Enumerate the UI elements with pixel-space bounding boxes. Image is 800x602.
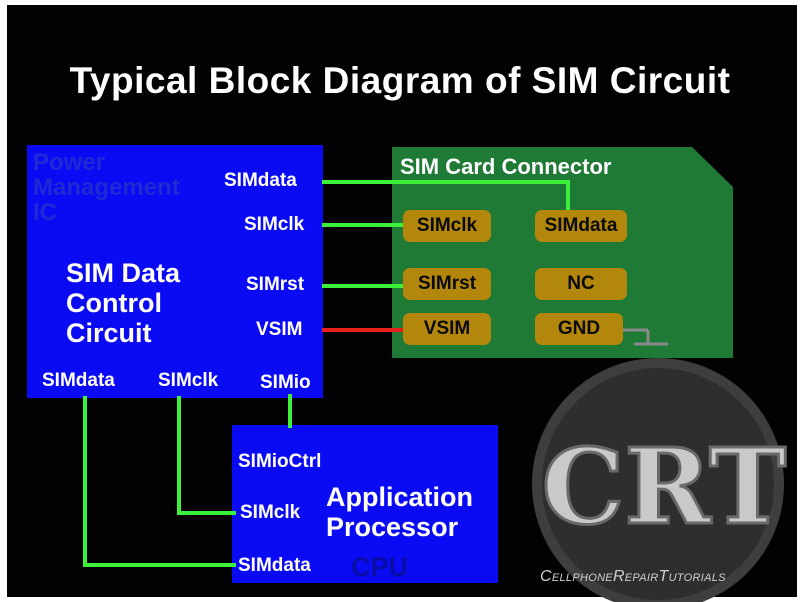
connector-pin-nc: NC <box>535 268 627 300</box>
cpu-label: CPU <box>351 552 409 582</box>
pmic-pin-vsim: VSIM <box>256 319 303 340</box>
pmic-block-line-3: Circuit <box>66 318 152 348</box>
connector-pin-simclk: SIMclk <box>403 210 491 242</box>
pmic-block-line-1: SIM Data <box>66 258 181 288</box>
ground-symbol <box>622 328 668 346</box>
ap-pin-simioctrl: SIMioCtrl <box>238 451 322 472</box>
pmic-label-line-1: Power <box>33 149 106 176</box>
wire-cpu-simclk <box>177 396 236 515</box>
pmic-block <box>27 145 323 398</box>
ap-pin-simdata: SIMdata <box>238 555 311 576</box>
pmic-pin-simclk: SIMclk <box>244 214 305 235</box>
pmic-label-line-3: IC <box>33 199 57 226</box>
connector-pin-simdata: SIMdata <box>535 210 627 242</box>
pmic-bottom-pin-simclk: SIMclk <box>158 370 219 391</box>
connector-pin-simrst: SIMrst <box>403 268 491 300</box>
ap-pin-simclk: SIMclk <box>240 502 301 523</box>
pmic-block-line-2: Control <box>66 288 162 318</box>
connector-pin-gnd: GND <box>535 313 623 345</box>
sim-connector-body <box>392 147 733 358</box>
pmic-bottom-pin-simdata: SIMdata <box>42 370 115 391</box>
ap-name-line-1: Application <box>326 482 473 512</box>
logo-letters: CRT <box>542 425 787 548</box>
pmic-pin-simdata: SIMdata <box>224 170 297 191</box>
wire-simdata <box>322 180 570 213</box>
wire-cpu-simdata <box>83 396 236 567</box>
pmic-bottom-pin-simio: SIMio <box>260 372 311 393</box>
diagram-title: Typical Block Diagram of SIM Circuit <box>69 60 731 101</box>
app-processor-block <box>232 425 498 583</box>
pmic-label-line-2: Management <box>33 174 180 201</box>
crt-logo: CRT <box>532 358 788 602</box>
pmic-pin-simrst: SIMrst <box>246 274 305 295</box>
connector-pin-vsim: VSIM <box>403 313 491 345</box>
connector-title: SIM Card Connector <box>400 154 612 179</box>
logo-caption: CellphoneRepairTutorials <box>540 568 726 585</box>
ap-name-line-2: Processor <box>326 512 459 542</box>
